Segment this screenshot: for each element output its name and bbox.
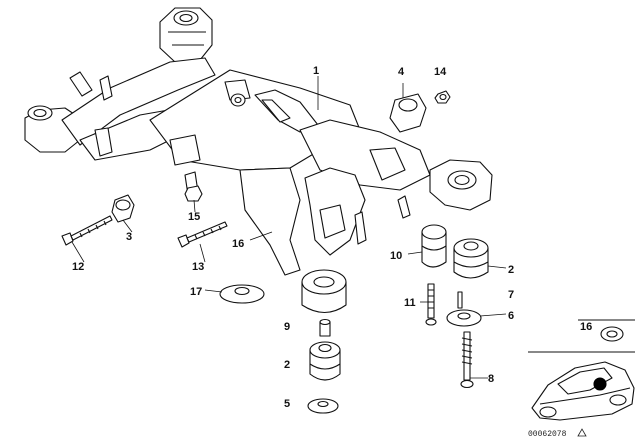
reference-code: 00062078 bbox=[528, 430, 567, 439]
inset-label-16: 16 bbox=[580, 321, 592, 333]
callout-14: 14 bbox=[434, 66, 447, 78]
leader-lines bbox=[71, 76, 507, 379]
callout-4: 4 bbox=[398, 66, 405, 78]
callout-13: 13 bbox=[192, 261, 204, 273]
screw-11 bbox=[425, 283, 437, 326]
stud-7 bbox=[457, 291, 463, 309]
callout-16: 16 bbox=[232, 238, 244, 250]
washer-5 bbox=[307, 398, 339, 414]
callout-7: 7 bbox=[508, 289, 514, 301]
mount-bushing-2-lower bbox=[309, 341, 341, 381]
rubber-mount-4 bbox=[389, 93, 427, 133]
callout-1: 1 bbox=[313, 65, 319, 77]
bolt-8 bbox=[460, 331, 474, 389]
mount-bushing-2-upper bbox=[453, 238, 489, 279]
callout-labels: 1 4 14 3 15 12 16 13 10 2 17 11 7 6 9 2 … bbox=[72, 65, 592, 439]
washer-17 bbox=[219, 284, 265, 304]
rubber-buffer-10 bbox=[421, 224, 447, 268]
callout-2b: 2 bbox=[284, 359, 290, 371]
callout-15: 15 bbox=[188, 211, 200, 223]
warning-triangle-icon bbox=[577, 428, 587, 437]
callout-10: 10 bbox=[390, 250, 402, 262]
callout-11: 11 bbox=[404, 297, 416, 309]
callout-2: 2 bbox=[508, 264, 514, 276]
callout-17: 17 bbox=[190, 286, 202, 298]
bolt-12 bbox=[61, 215, 113, 246]
nut-15 bbox=[184, 185, 203, 202]
sleeve-9 bbox=[319, 318, 331, 337]
nut-14 bbox=[434, 90, 451, 104]
axle-carrier bbox=[24, 7, 493, 276]
callout-6: 6 bbox=[508, 310, 514, 322]
callout-12: 12 bbox=[72, 261, 84, 273]
callout-8: 8 bbox=[488, 373, 494, 385]
round-mount bbox=[301, 269, 347, 314]
callout-3: 3 bbox=[126, 231, 132, 243]
bolt-13 bbox=[177, 221, 228, 248]
callout-5: 5 bbox=[284, 398, 290, 410]
car-locator-inset bbox=[528, 319, 635, 421]
washer-6 bbox=[446, 309, 482, 327]
callout-9: 9 bbox=[284, 321, 290, 333]
bushing-3 bbox=[111, 194, 135, 223]
